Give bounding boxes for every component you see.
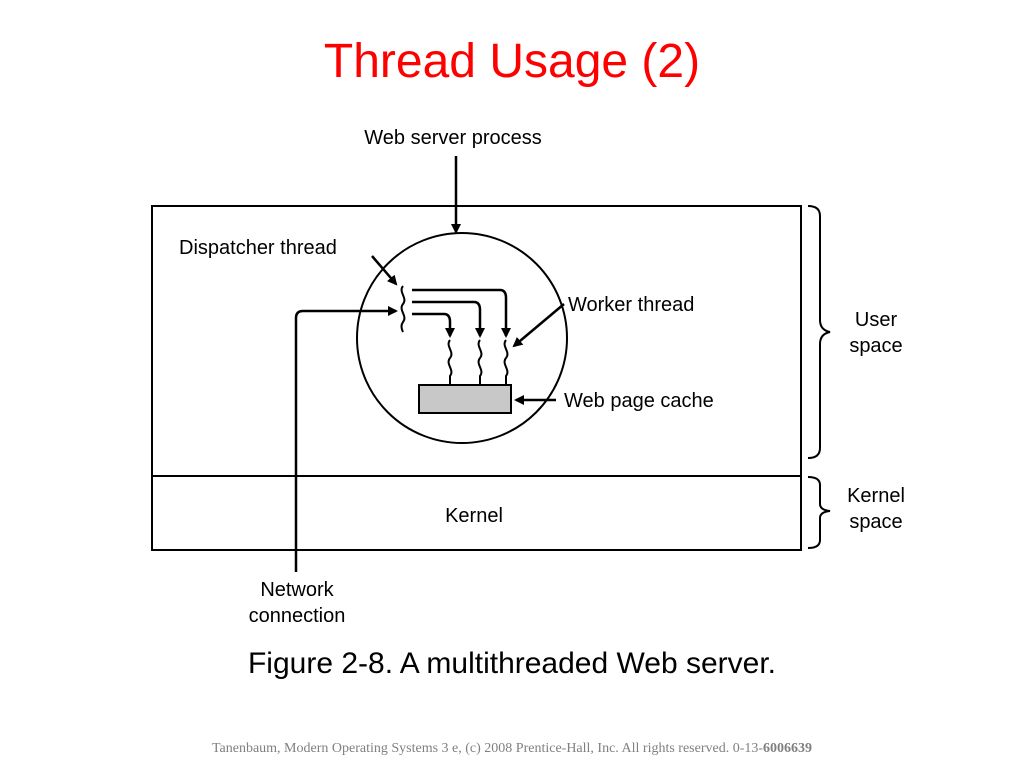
dispatcher-thread-squiggle <box>400 285 406 333</box>
kernel-space-brace <box>807 476 831 549</box>
figure-caption: Figure 2-8. A multithreaded Web server. <box>247 647 777 680</box>
footer-text: Tanenbaum, Modern Operating Systems 3 e,… <box>211 741 764 756</box>
worker-thread-squiggle-1 <box>447 339 453 384</box>
worker-thread-squiggle-2 <box>477 339 483 384</box>
worker-thread-label: Worker thread <box>568 294 694 316</box>
user-space-label-line2: space <box>849 335 902 357</box>
slide-title: Thread Usage (2) <box>323 35 701 88</box>
kernel-space-label-line2: space <box>849 511 902 533</box>
dispatcher-thread-label: Dispatcher thread <box>179 237 337 259</box>
web-page-cache-box <box>418 384 512 414</box>
dispatch-arrow-2 <box>412 300 485 338</box>
dispatch-arrow-3 <box>412 312 455 338</box>
network-connection-label-line2: connection <box>249 605 346 627</box>
dispatcher-pointer-arrow <box>371 255 398 286</box>
kernel-box <box>151 475 802 551</box>
dispatch-arrow-1 <box>412 288 511 338</box>
user-space-label-line1: User <box>855 309 898 331</box>
copyright-footer: Tanenbaum, Modern Operating Systems 3 e,… <box>0 741 1024 757</box>
web-server-process-label: Web server process <box>364 127 541 149</box>
process-circle <box>356 232 568 444</box>
user-space-brace <box>807 205 831 459</box>
worker-thread-squiggle-3 <box>503 339 509 384</box>
footer-isbn: 6006639 <box>763 741 813 756</box>
worker-pointer-arrow <box>512 303 565 348</box>
kernel-space-label-line1: Kernel <box>847 485 905 507</box>
network-connection-label-line1: Network <box>260 579 334 601</box>
web-page-cache-label: Web page cache <box>564 390 714 412</box>
kernel-label: Kernel <box>445 505 503 527</box>
network-connection-path <box>294 306 398 572</box>
